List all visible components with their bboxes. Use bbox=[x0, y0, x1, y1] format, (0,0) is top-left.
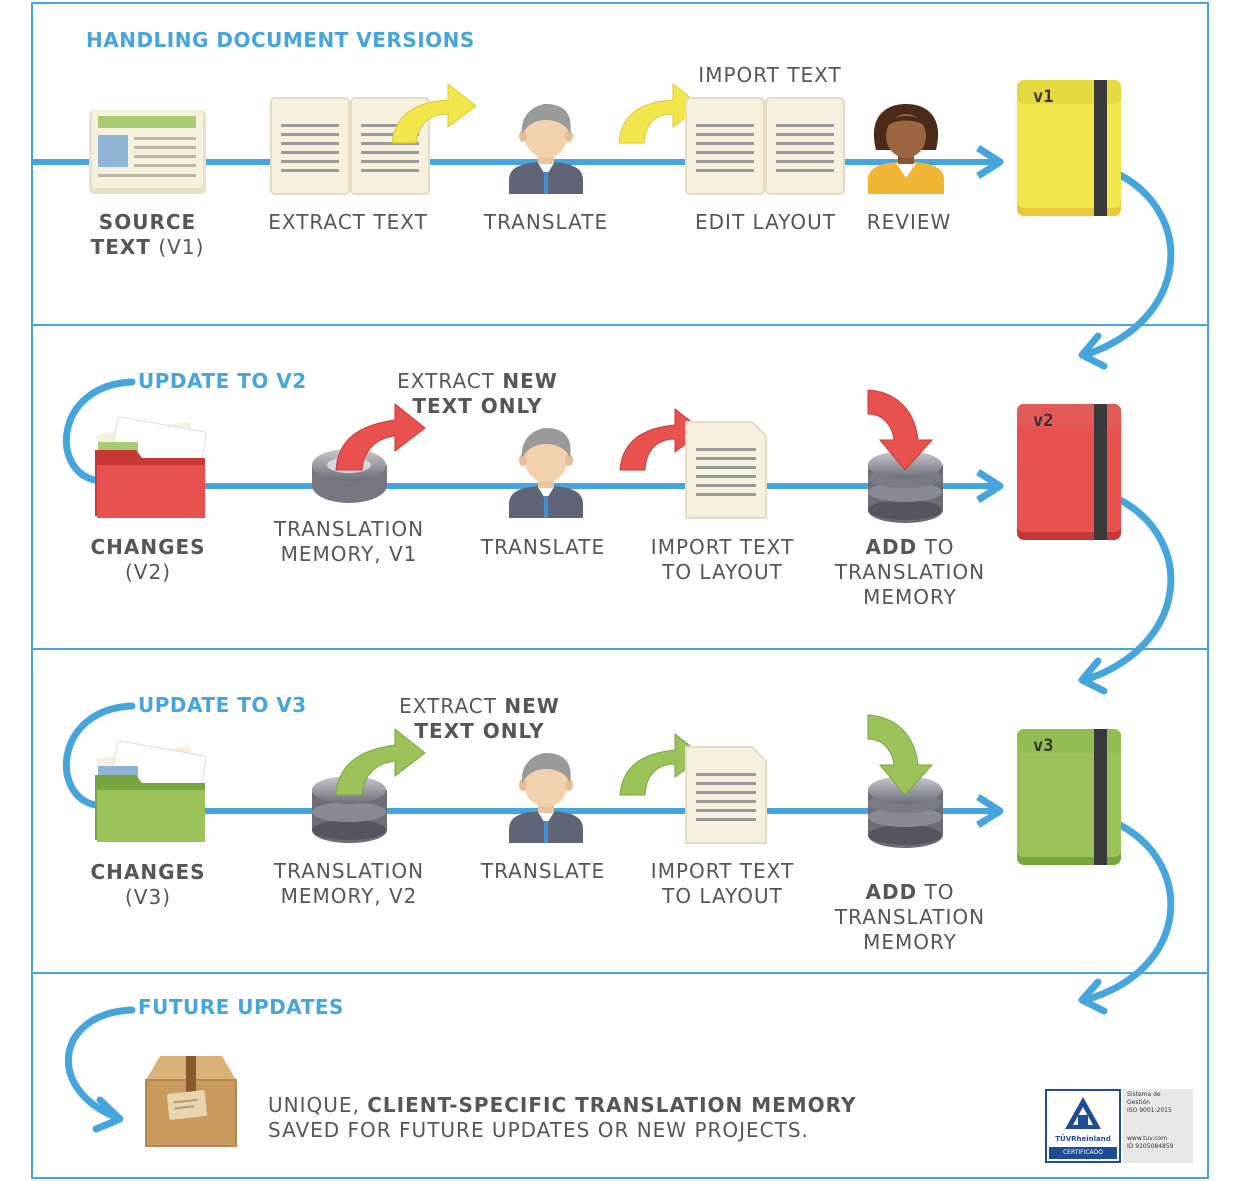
translate-label: TRANSLATE bbox=[483, 210, 609, 234]
certification-info: Sistema de Gestión ISO 9001:2015 www.tuv… bbox=[1123, 1089, 1193, 1163]
certification-badge: TÜVRheinland CERTIFICADO Sistema de Gest… bbox=[1045, 1089, 1193, 1163]
translator-person-icon bbox=[509, 428, 583, 518]
book-label: v3 bbox=[1033, 736, 1053, 756]
changes-label: CHANGES(V2) bbox=[90, 535, 206, 584]
yellow-arrow-icon bbox=[391, 82, 477, 144]
connector-arrow bbox=[1081, 171, 1175, 359]
arrow-head bbox=[92, 1096, 124, 1133]
translator-person-icon bbox=[509, 104, 583, 194]
book-v2-icon: v2 bbox=[1017, 404, 1121, 540]
translation-memory-icon bbox=[312, 776, 387, 843]
book-v1-icon: v1 bbox=[1017, 80, 1121, 216]
translate-label: TRANSLATE bbox=[480, 535, 606, 559]
source-document-icon bbox=[89, 110, 206, 194]
flow-line bbox=[31, 145, 1004, 179]
section-heading: UPDATE TO V2 bbox=[138, 369, 307, 393]
flow-line bbox=[205, 794, 1004, 828]
green-arrow-icon bbox=[867, 714, 934, 796]
arrow-head bbox=[1078, 332, 1108, 370]
book-v3-icon: v3 bbox=[1017, 729, 1121, 865]
book-label: v2 bbox=[1033, 411, 1053, 431]
flow-line bbox=[205, 469, 1004, 503]
future-updates-description: UNIQUE, CLIENT-SPECIFIC TRANSLATION MEMO… bbox=[268, 1093, 857, 1142]
changes-label: CHANGES(V3) bbox=[90, 860, 206, 909]
tuv-triangle-icon bbox=[1065, 1097, 1101, 1129]
translator-person-icon bbox=[509, 753, 583, 843]
yellow-arrow-icon bbox=[618, 82, 702, 144]
red-arrow-icon bbox=[619, 407, 704, 471]
green-arrow-icon bbox=[619, 732, 704, 796]
arrow-head bbox=[1078, 657, 1108, 695]
section-divider bbox=[31, 324, 1209, 326]
section-divider bbox=[31, 972, 1209, 974]
reviewer-person-icon bbox=[868, 104, 944, 194]
translate-label: TRANSLATE bbox=[480, 859, 606, 883]
open-pages-icon bbox=[685, 97, 845, 195]
loop-connector bbox=[62, 702, 136, 809]
archive-box-icon bbox=[145, 1056, 237, 1147]
page-icon bbox=[685, 421, 767, 519]
loop-connector bbox=[65, 1006, 136, 1122]
loop-connector bbox=[62, 378, 136, 484]
extract-text-label: EXTRACT TEXT bbox=[268, 210, 428, 234]
review-label: REVIEW bbox=[866, 210, 952, 234]
outer-frame bbox=[31, 2, 1209, 1179]
changes-folder-icon bbox=[95, 416, 207, 518]
page-title: HANDLING DOCUMENT VERSIONS bbox=[86, 28, 475, 52]
changes-folder-icon bbox=[95, 740, 207, 842]
database-stack-icon bbox=[868, 451, 943, 523]
tuv-brand: TÜVRheinland bbox=[1055, 1135, 1111, 1143]
connector-arrow bbox=[1081, 496, 1175, 684]
book-label: v1 bbox=[1033, 87, 1053, 107]
green-arrow-icon bbox=[335, 727, 426, 796]
page-icon bbox=[685, 746, 767, 844]
open-pages-icon bbox=[270, 97, 430, 195]
tuv-logo: TÜVRheinland CERTIFICADO bbox=[1045, 1089, 1121, 1163]
connector-arrow bbox=[1081, 821, 1175, 1004]
section-divider bbox=[31, 648, 1209, 650]
edit-layout-label: EDIT LAYOUT bbox=[695, 210, 836, 234]
arrow-head bbox=[1078, 978, 1108, 1015]
red-arrow-icon bbox=[867, 389, 934, 471]
import-text-label: IMPORT TEXT bbox=[698, 63, 842, 87]
database-stack-icon bbox=[868, 776, 943, 848]
section-heading: FUTURE UPDATES bbox=[138, 995, 344, 1019]
certified-badge: CERTIFICADO bbox=[1049, 1147, 1117, 1159]
section-heading: UPDATE TO V3 bbox=[138, 693, 307, 717]
red-arrow-icon bbox=[335, 402, 426, 471]
